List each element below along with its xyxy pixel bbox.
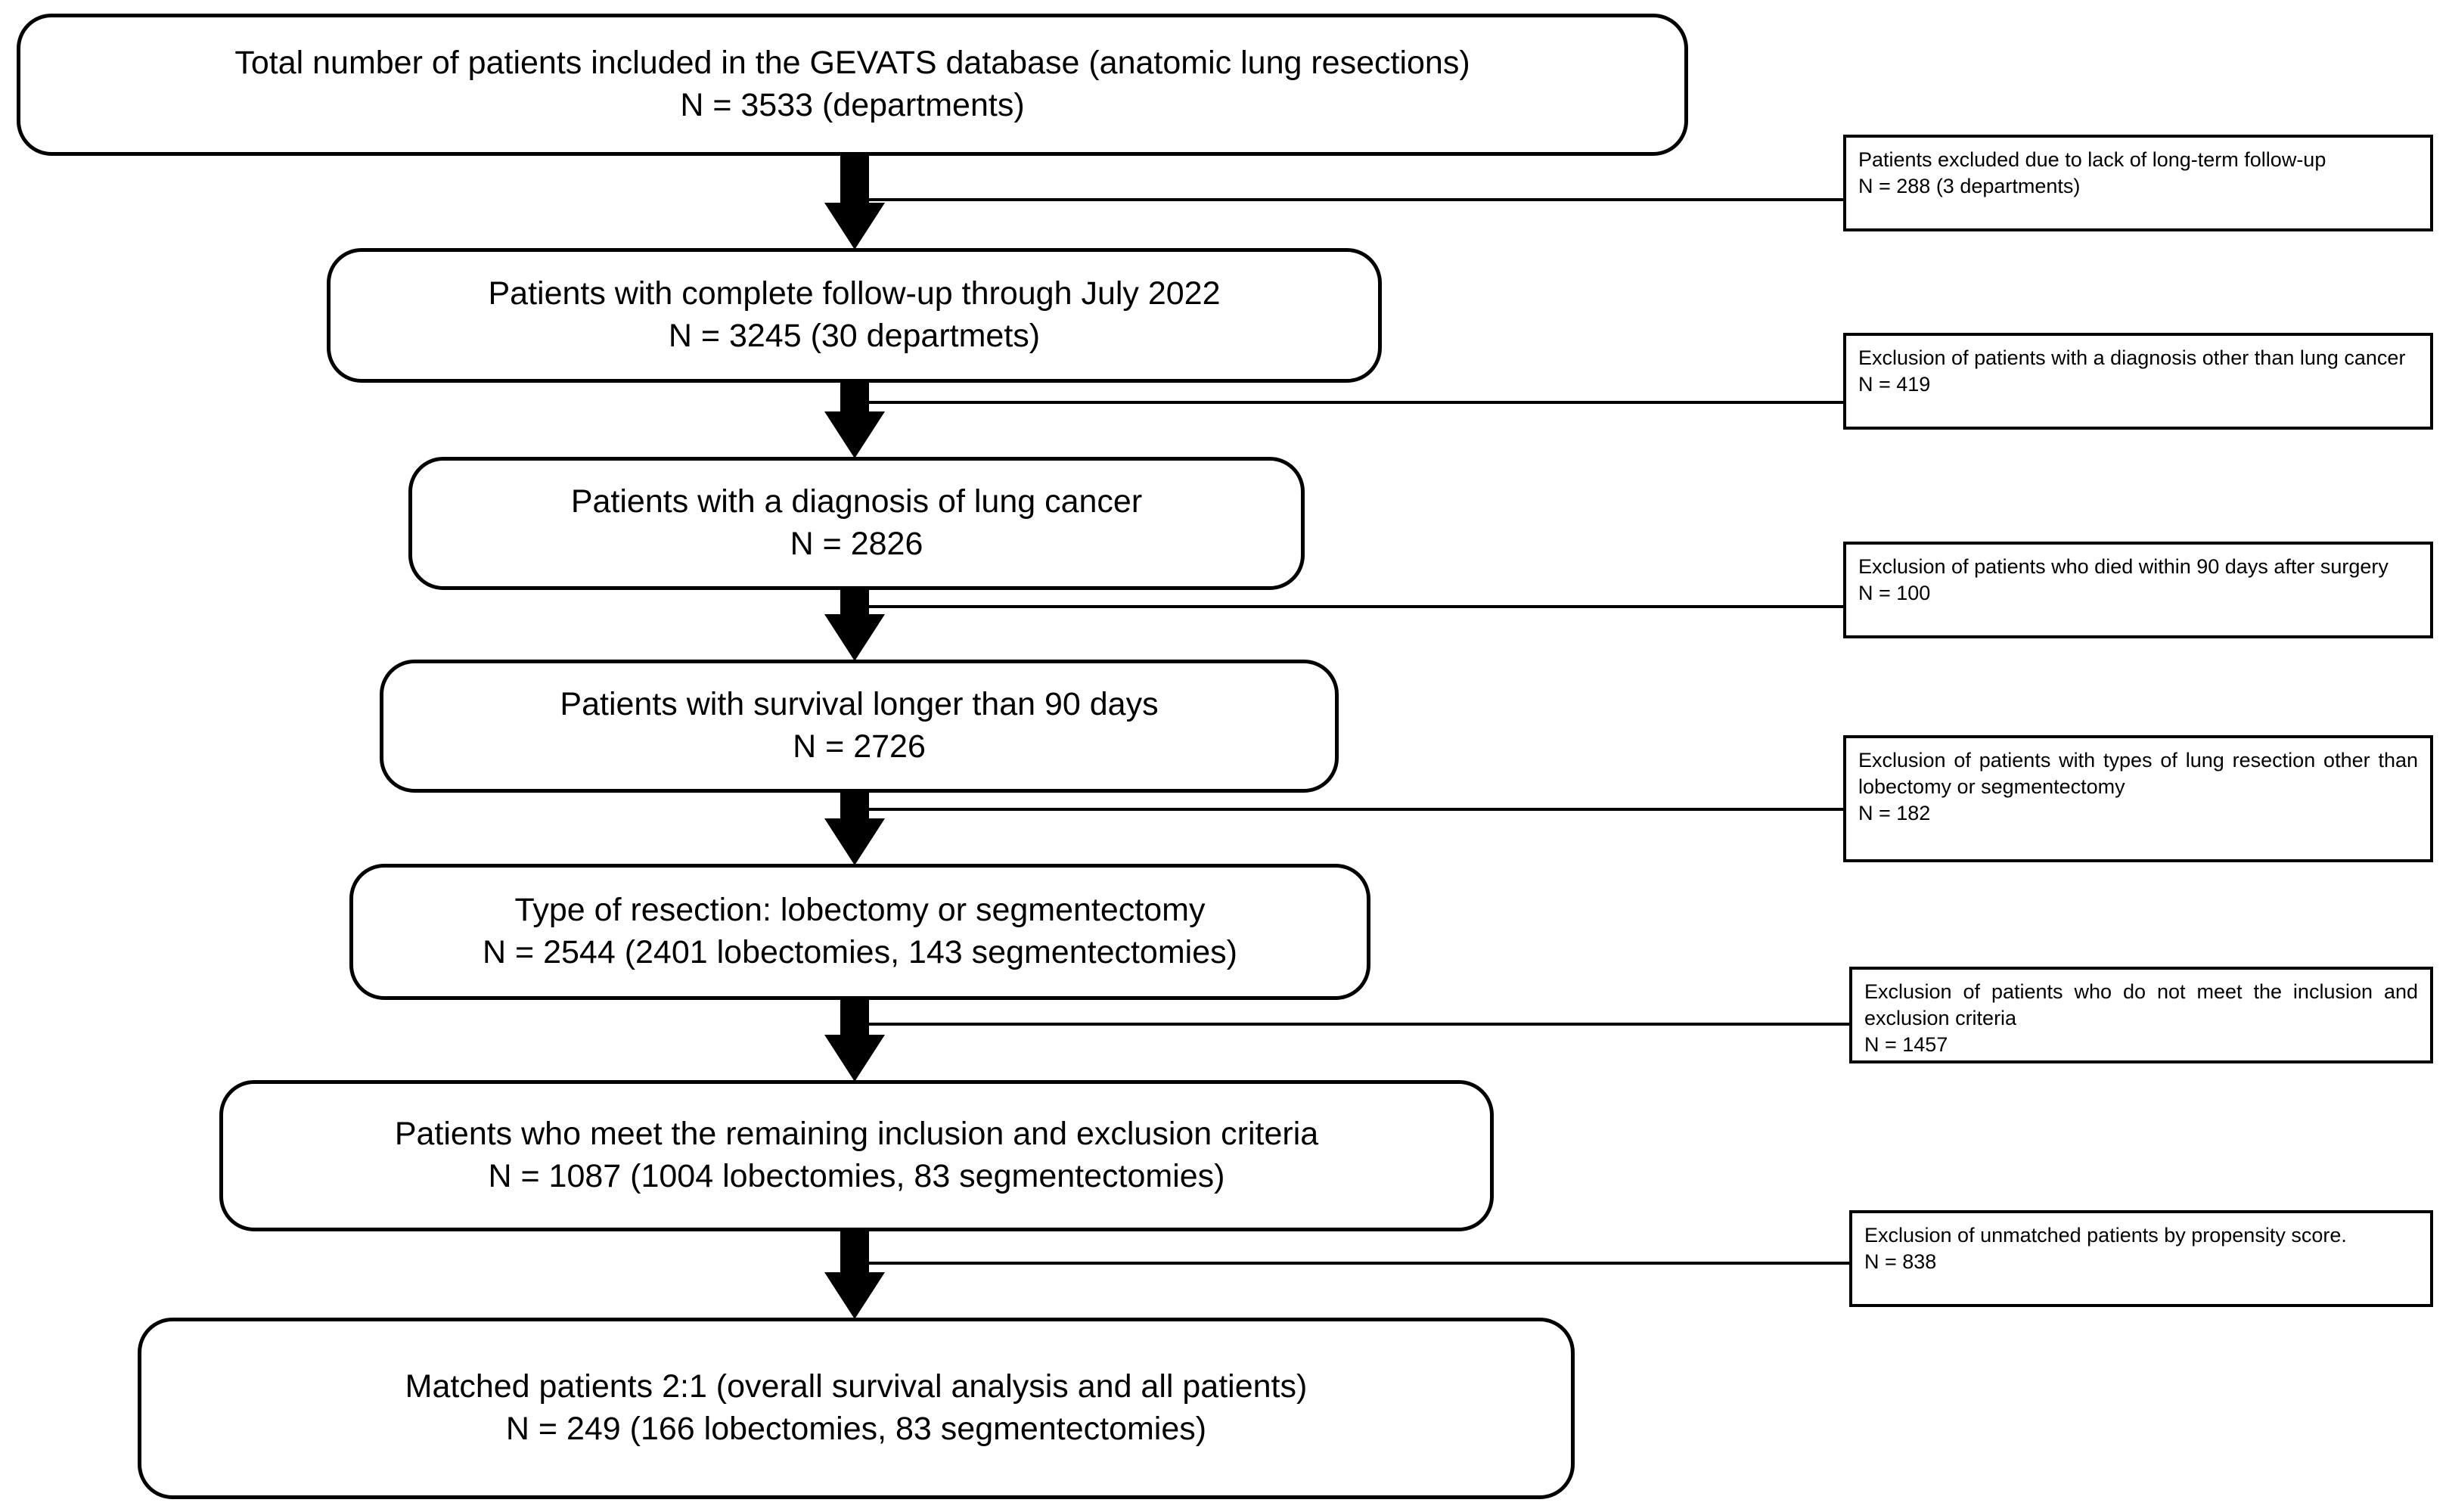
arrow-head-icon xyxy=(824,818,885,865)
exclusion-reason: Patients excluded due to lack of long-te… xyxy=(1858,148,2326,171)
flow-arrow-4 xyxy=(824,793,885,865)
flow-arrow-3 xyxy=(824,590,885,661)
flow-box-line1: Total number of patients included in the… xyxy=(234,45,1470,82)
exclusion-reason: Exclusion of patients who died within 90… xyxy=(1858,555,2388,578)
connector-line-4 xyxy=(853,808,1845,811)
flow-box-resection-type: Type of resection: lobectomy or segmente… xyxy=(349,864,1370,1000)
exclusion-box-excluded-other-resection: Exclusion of patients with types of lung… xyxy=(1843,735,2433,862)
flow-box-lung-cancer-diagnosis: Patients with a diagnosis of lung cancer… xyxy=(408,457,1305,590)
exclusion-box-excluded-other-diagnosis: Exclusion of patients with a diagnosis o… xyxy=(1843,333,2433,430)
flow-box-matched-patients: Matched patients 2:1 (overall survival a… xyxy=(138,1318,1575,1499)
exclusion-reason: Exclusion of patients who do not meet th… xyxy=(1864,980,2418,1030)
exclusion-box-excluded-criteria-not-met: Exclusion of patients who do not meet th… xyxy=(1849,967,2433,1063)
arrow-shaft xyxy=(840,1000,869,1036)
flow-box-total-patients: Total number of patients included in the… xyxy=(17,14,1688,156)
flow-box-line2: N = 2544 (2401 lobectomies, 143 segmente… xyxy=(483,934,1237,970)
flow-box-line1: Patients with a diagnosis of lung cancer xyxy=(570,483,1143,520)
flow-box-line1: Matched patients 2:1 (overall survival a… xyxy=(405,1368,1308,1405)
flow-box-line1: Patients with complete follow-up through… xyxy=(488,275,1221,312)
exclusion-box-excluded-unmatched: Exclusion of unmatched patients by prope… xyxy=(1849,1210,2433,1307)
connector-line-3 xyxy=(853,605,1845,608)
flow-box-survival-90-days: Patients with survival longer than 90 da… xyxy=(380,660,1339,793)
arrow-head-icon xyxy=(824,1272,885,1319)
arrow-shaft xyxy=(840,793,869,820)
exclusion-count: N = 182 xyxy=(1858,802,1931,825)
exclusion-count: N = 288 (3 departments) xyxy=(1858,175,2081,198)
flow-box-line2: N = 2826 xyxy=(790,526,923,562)
flow-box-line2: N = 1087 (1004 lobectomies, 83 segmentec… xyxy=(488,1158,1225,1194)
flow-arrow-5 xyxy=(824,1000,885,1082)
flow-box-line1: Patients who meet the remaining inclusio… xyxy=(394,1116,1319,1153)
exclusion-reason: Exclusion of unmatched patients by prope… xyxy=(1864,1224,2347,1247)
connector-line-5 xyxy=(853,1023,1851,1026)
arrow-shaft xyxy=(840,590,869,616)
flow-box-line2: N = 3533 (departments) xyxy=(680,87,1025,123)
exclusion-count: N = 838 xyxy=(1864,1250,1937,1274)
exclusion-count: N = 1457 xyxy=(1864,1033,1948,1057)
flow-arrow-2 xyxy=(824,383,885,458)
arrow-head-icon xyxy=(824,1035,885,1082)
flow-arrow-6 xyxy=(824,1231,885,1319)
exclusion-box-excluded-no-followup: Patients excluded due to lack of long-te… xyxy=(1843,135,2433,231)
connector-line-2 xyxy=(853,401,1845,404)
connector-line-1 xyxy=(853,198,1845,201)
exclusion-box-excluded-died-90-days: Exclusion of patients who died within 90… xyxy=(1843,542,2433,638)
arrow-shaft xyxy=(840,383,869,413)
exclusion-reason: Exclusion of patients with types of lung… xyxy=(1858,749,2418,799)
arrow-head-icon xyxy=(824,203,885,250)
flow-arrow-1 xyxy=(824,156,885,250)
flow-box-complete-followup: Patients with complete follow-up through… xyxy=(327,248,1382,383)
arrow-shaft xyxy=(840,1231,869,1274)
arrow-head-icon xyxy=(824,411,885,458)
flow-box-inclusion-exclusion-criteria: Patients who meet the remaining inclusio… xyxy=(219,1080,1494,1231)
flow-box-line1: Type of resection: lobectomy or segmente… xyxy=(514,892,1206,929)
exclusion-reason: Exclusion of patients with a diagnosis o… xyxy=(1858,346,2406,369)
flow-box-line1: Patients with survival longer than 90 da… xyxy=(560,686,1159,723)
exclusion-count: N = 100 xyxy=(1858,582,1931,605)
connector-line-6 xyxy=(853,1262,1851,1265)
exclusion-count: N = 419 xyxy=(1858,373,1931,396)
flow-box-line2: N = 249 (166 lobectomies, 83 segmentecto… xyxy=(505,1411,1207,1447)
arrow-shaft xyxy=(840,156,869,204)
arrow-head-icon xyxy=(824,614,885,661)
flow-box-line2: N = 3245 (30 departmets) xyxy=(668,318,1041,354)
flow-box-line2: N = 2726 xyxy=(793,728,926,765)
